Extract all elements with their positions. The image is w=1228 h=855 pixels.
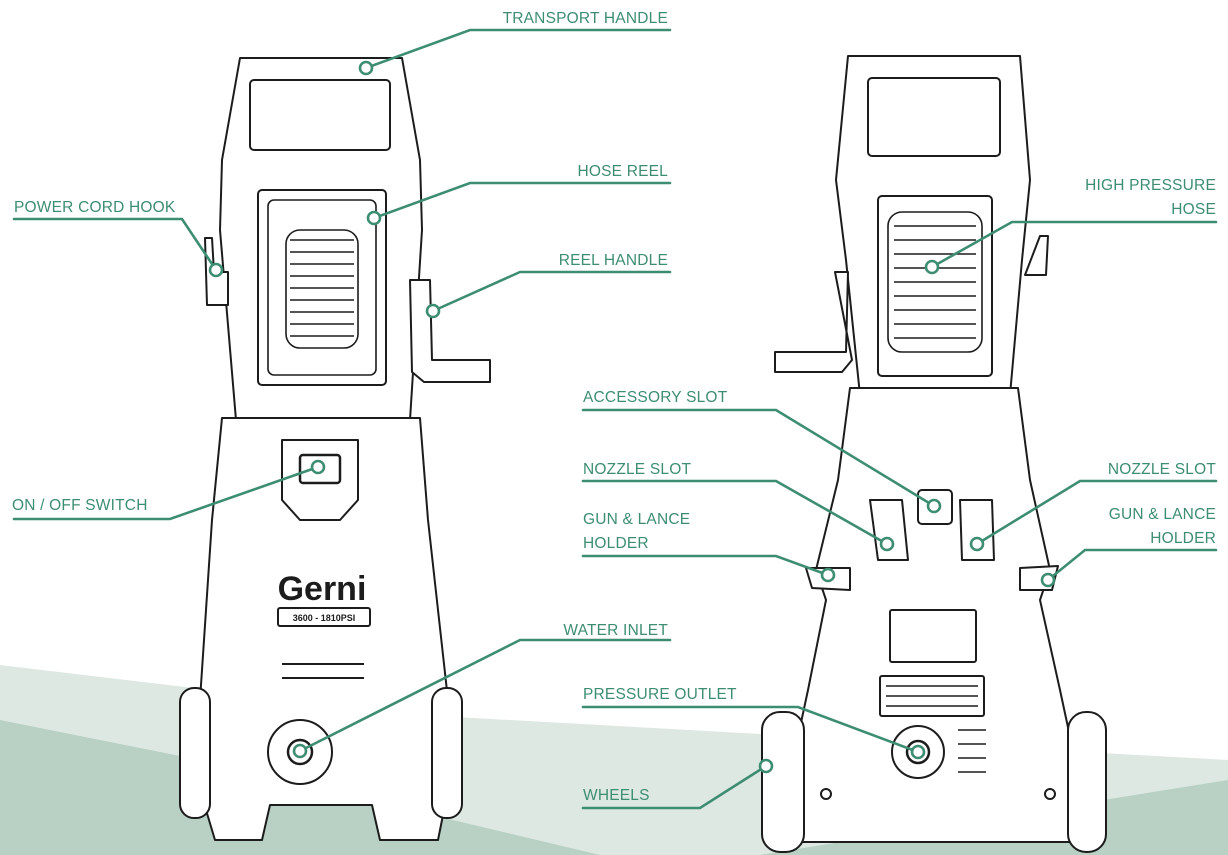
pin-nozzle-slot-right — [969, 536, 985, 552]
rear-wheel-right — [1067, 711, 1107, 853]
label-pressure-outlet: PRESSURE OUTLET — [583, 686, 737, 703]
label-transport-handle: TRANSPORT HANDLE — [502, 10, 668, 27]
front-handle-grip — [249, 79, 391, 151]
front-view-unit — [179, 57, 491, 841]
pin-hose-reel — [366, 210, 382, 226]
rear-nozzle-slot-left — [869, 499, 909, 561]
rear-reel-bay — [877, 195, 993, 377]
rear-side-vents — [958, 729, 986, 773]
rear-grille-slats — [886, 685, 978, 707]
leader-high-pressure-hose — [930, 220, 1218, 269]
front-wheel-right — [431, 687, 463, 819]
brand-logo: Gerni — [278, 570, 367, 608]
leader-pressure-outlet — [581, 705, 920, 754]
label-gun-lance-right-line1: GUN & LANCE — [1108, 506, 1216, 523]
front-cord-hook — [204, 237, 229, 306]
label-reel-handle: REEL HANDLE — [558, 252, 668, 269]
label-water-inlet: WATER INLET — [563, 622, 668, 639]
rear-reel-crank — [774, 271, 853, 373]
pin-high-pressure-hose — [924, 259, 940, 275]
label-gun-lance-left: GUN & LANCE HOLDER — [583, 508, 690, 556]
pin-nozzle-slot-left — [879, 536, 895, 552]
rear-label-plate — [889, 609, 977, 663]
front-reel-crank — [409, 279, 491, 383]
label-gun-lance-left-line1: GUN & LANCE — [583, 511, 691, 528]
leader-nozzle-slot-left — [581, 479, 889, 546]
pin-gun-lance-left — [820, 567, 836, 583]
label-hose-reel: HOSE REEL — [577, 163, 668, 180]
leader-lines — [12, 28, 1218, 810]
label-power-cord-hook: POWER CORD HOOK — [14, 199, 176, 216]
label-nozzle-slot-left: NOZZLE SLOT — [583, 461, 692, 478]
leader-on-off-switch — [12, 465, 320, 521]
leader-transport-handle — [364, 28, 672, 70]
label-nozzle-slot-right: NOZZLE SLOT — [1107, 461, 1216, 478]
leader-wheels — [581, 764, 768, 810]
rear-bolt-right — [1044, 788, 1056, 800]
rear-wheel-left — [761, 711, 805, 853]
pin-accessory-slot — [926, 498, 942, 514]
leader-gun-lance-left — [581, 554, 830, 577]
pin-wheels — [758, 758, 774, 774]
rear-handle-grip — [867, 77, 1001, 157]
pin-pressure-outlet — [910, 744, 926, 760]
label-high-pressure-hose: HIGH PRESSURE HOSE — [1085, 174, 1216, 222]
label-gun-lance-right-line2: HOLDER — [1150, 530, 1216, 547]
leader-water-inlet — [298, 638, 672, 753]
label-accessory-slot: ACCESSORY SLOT — [583, 389, 728, 406]
pin-power-cord-hook — [208, 262, 224, 278]
label-gun-lance-left-line2: HOLDER — [583, 535, 649, 552]
front-wheel-left — [179, 687, 211, 819]
label-gun-lance-right: GUN & LANCE HOLDER — [1109, 503, 1216, 551]
leader-nozzle-slot-right — [975, 479, 1218, 546]
pin-gun-lance-right — [1040, 572, 1056, 588]
front-badge-plate — [277, 607, 371, 627]
label-high-pressure-hose-line1: HIGH PRESSURE — [1085, 177, 1216, 194]
leader-accessory-slot — [581, 408, 936, 508]
pin-on-off-switch — [310, 459, 326, 475]
pin-water-inlet — [292, 743, 308, 759]
label-wheels: WHEELS — [583, 787, 650, 804]
front-vent-slot-top — [282, 663, 364, 679]
pin-transport-handle — [358, 60, 374, 76]
leader-hose-reel — [372, 181, 672, 220]
rear-bolt-left — [820, 788, 832, 800]
rear-nozzle-slot-right — [959, 499, 995, 561]
rear-view-unit — [761, 55, 1107, 853]
label-on-off-switch: ON / OFF SWITCH — [12, 497, 148, 514]
leader-endpoints — [208, 60, 1056, 774]
leader-gun-lance-right — [1046, 548, 1218, 582]
rear-cord-hook — [1024, 235, 1049, 276]
pin-reel-handle — [425, 303, 441, 319]
leader-power-cord-hook — [12, 217, 218, 272]
leader-reel-handle — [431, 270, 672, 313]
front-hose-reel — [267, 199, 377, 376]
brand-model: 3600 - 1810PSI — [293, 613, 356, 623]
label-high-pressure-hose-line2: HOSE — [1171, 201, 1216, 218]
rear-hose-reel — [887, 211, 983, 353]
